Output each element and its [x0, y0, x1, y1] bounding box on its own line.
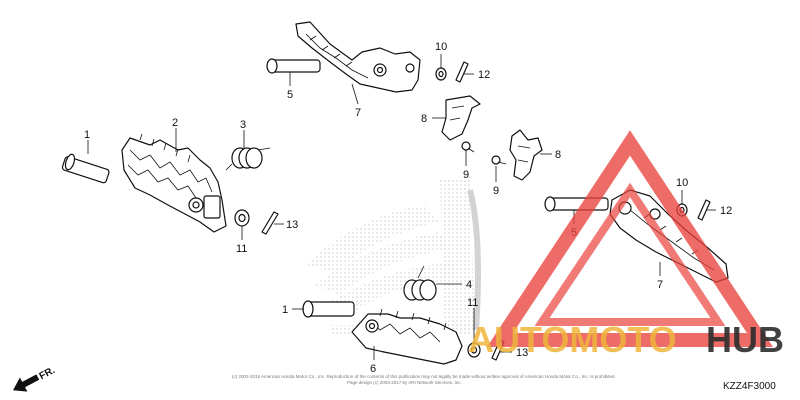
callout-13-left: 13: [286, 219, 298, 231]
front-direction-indicator: FR.: [13, 365, 58, 392]
callout-7-upper: 7: [355, 107, 361, 119]
front-arrow-icon: [13, 374, 40, 392]
spring-4-lower[interactable]: [403, 265, 437, 301]
cotter-pin-13-left[interactable]: [261, 211, 279, 235]
bolt-9-upper[interactable]: [461, 141, 475, 153]
callout-1-upper: 1: [84, 129, 90, 141]
pin-5-upper[interactable]: [266, 58, 321, 74]
callout-13-lower: 13: [516, 347, 528, 359]
callout-10-right: 10: [676, 177, 688, 189]
bolt-9-right[interactable]: [491, 155, 507, 165]
copyright-line-1: (c) 2003-2015 American Honda Motor Co., …: [232, 374, 616, 379]
diagram-code: KZZ4F3000: [723, 381, 776, 392]
cotter-pin-12-upper[interactable]: [455, 61, 469, 83]
front-arrow-label: FR.: [38, 365, 58, 382]
callout-7-right: 7: [657, 279, 663, 291]
wing-watermark: [305, 176, 481, 335]
brand-text-automoto: AUTOMOTO: [468, 319, 677, 360]
callout-12-upper: 12: [478, 69, 490, 81]
callout-numbers: 1 2 3 11 13 5 7 10 12 8 9 9 8 10 12 5 7 …: [84, 41, 732, 375]
pin-1-lower[interactable]: [302, 300, 355, 318]
copyright-line-2: Page design (c) 2003-2017 by ARI Network…: [347, 380, 462, 385]
footpeg-7-upper[interactable]: [295, 21, 421, 93]
callout-3: 3: [240, 119, 246, 131]
bracket-8-right[interactable]: [509, 129, 543, 181]
callout-11-left: 11: [236, 243, 247, 255]
warning-triangle-inner-icon: [534, 182, 726, 326]
callout-9-lower: 9: [493, 185, 499, 197]
automotohub-watermark: AUTOMOTO HUB: [468, 130, 784, 360]
pin-1-upper[interactable]: [61, 153, 110, 184]
bracket-8-upper[interactable]: [441, 95, 481, 141]
callout-10-upper: 10: [435, 41, 447, 53]
footpeg-6-lower[interactable]: [351, 308, 463, 365]
callout-12-right: 12: [720, 205, 732, 217]
washer-11-lower[interactable]: [467, 342, 481, 358]
washer-11-left[interactable]: [234, 209, 250, 227]
callout-6: 6: [370, 363, 376, 375]
warning-triangle-icon: [486, 130, 774, 347]
callout-4: 4: [466, 279, 472, 291]
callout-1-lower: 1: [282, 304, 288, 316]
spring-3-left[interactable]: [225, 147, 271, 171]
washer-10-upper[interactable]: [435, 67, 447, 81]
cotter-pin-12-right[interactable]: [697, 199, 711, 221]
footpeg-2-left[interactable]: [121, 133, 227, 233]
callout-5-upper: 5: [287, 89, 293, 101]
callout-9-upper: 9: [463, 169, 469, 181]
callout-8-right: 8: [555, 149, 561, 161]
callout-8-upper: 8: [421, 113, 427, 125]
brand-text-hub: HUB: [706, 319, 784, 360]
callout-11-lower: 11: [467, 297, 478, 309]
callout-2: 2: [172, 117, 178, 129]
